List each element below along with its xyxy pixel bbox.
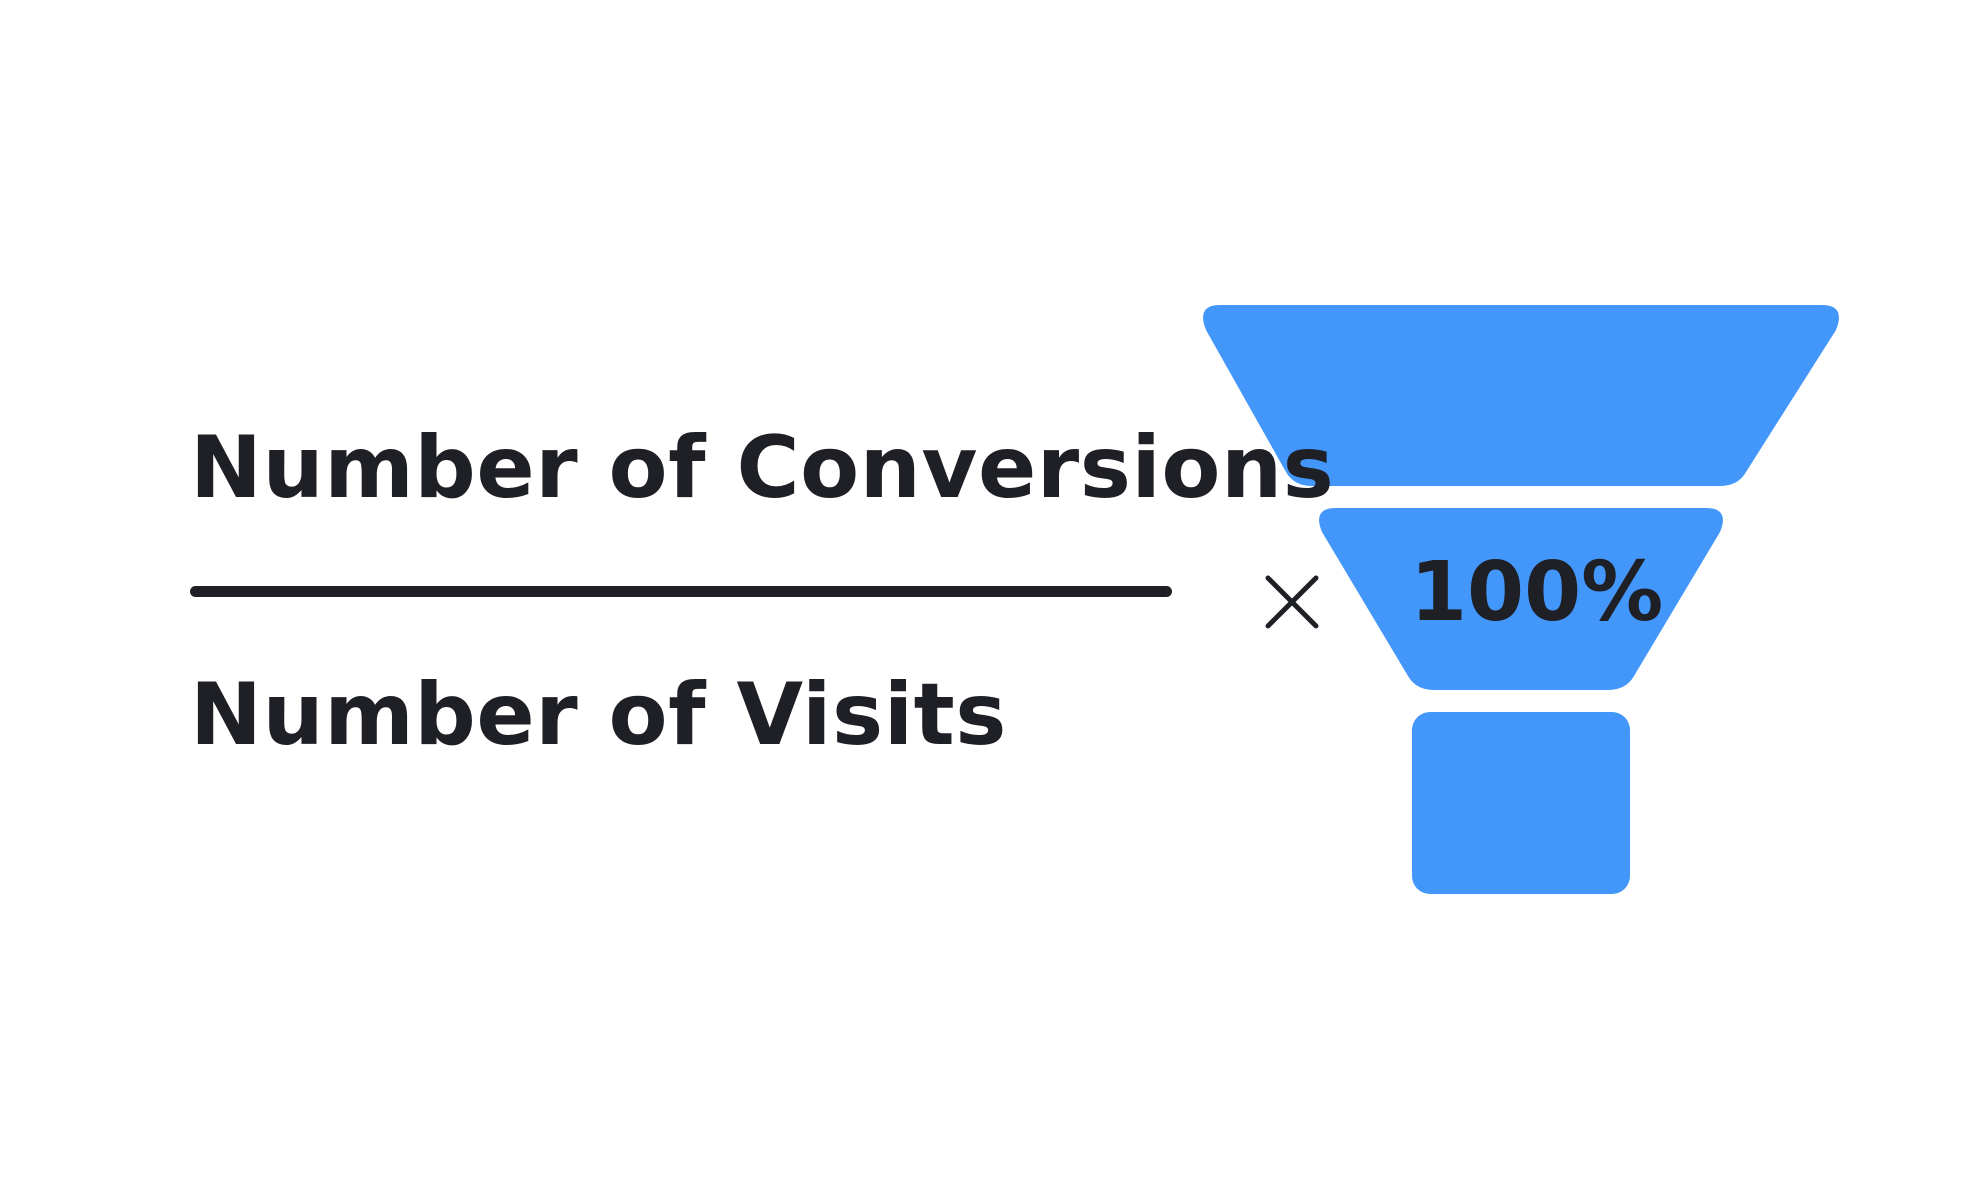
funnel-top-stage [1203,305,1839,486]
percent-multiplier: 100% [1410,545,1664,640]
numerator-label: Number of Conversions [190,418,1335,518]
funnel-bottom-stage [1412,712,1630,894]
times-icon [1265,575,1319,629]
funnel-middle-stage [1319,508,1723,690]
fraction-bar [190,586,1172,597]
denominator-label: Number of Visits [190,665,1007,765]
